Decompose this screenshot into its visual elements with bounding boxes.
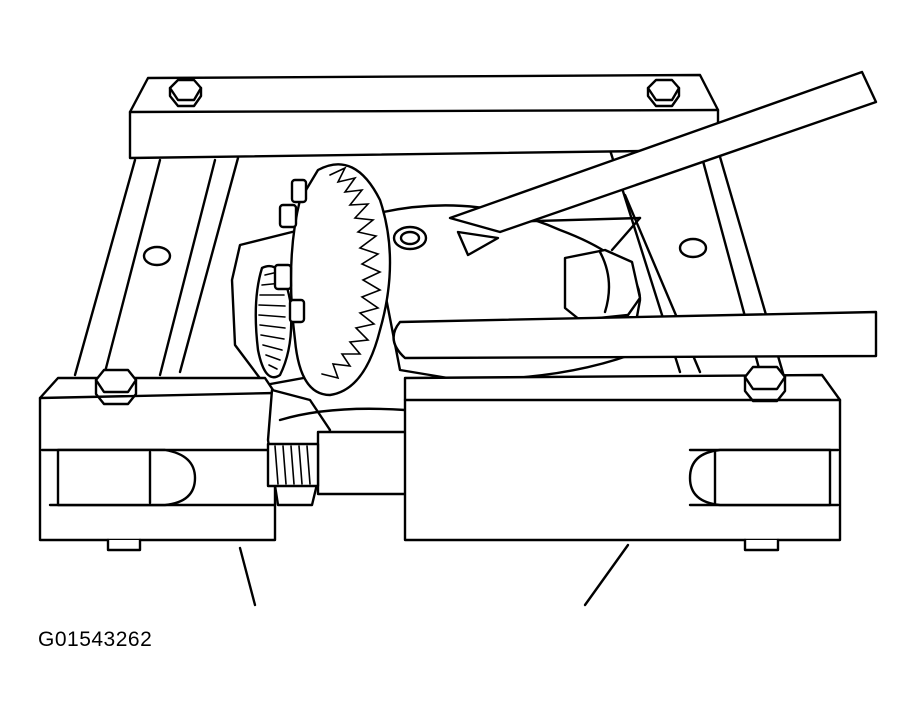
hex-bolt-top-right	[646, 78, 681, 108]
lower-pry-bar	[392, 310, 878, 360]
frame-hole-right	[678, 237, 708, 259]
frame-hole-left	[142, 245, 172, 267]
carrier-bolts	[273, 178, 308, 324]
hex-bolt-right-clamp	[743, 365, 787, 403]
left-slot	[56, 448, 197, 507]
top-cross-bar	[128, 73, 720, 160]
fixture-frame	[73, 148, 787, 607]
figure-id-label: G01543262	[38, 628, 153, 651]
axle-stub	[563, 248, 642, 322]
left-clamp-block	[38, 368, 277, 552]
carrier-window	[456, 230, 500, 257]
carrier-bore	[392, 225, 428, 251]
jack-screw	[266, 388, 412, 507]
hex-bolt-top-left	[168, 78, 203, 108]
upper-pry-bar	[448, 70, 878, 234]
side-gear-teeth	[254, 265, 293, 379]
hex-bolt-left-clamp	[94, 368, 138, 406]
right-slot	[688, 448, 832, 507]
right-clamp-block	[403, 365, 842, 552]
